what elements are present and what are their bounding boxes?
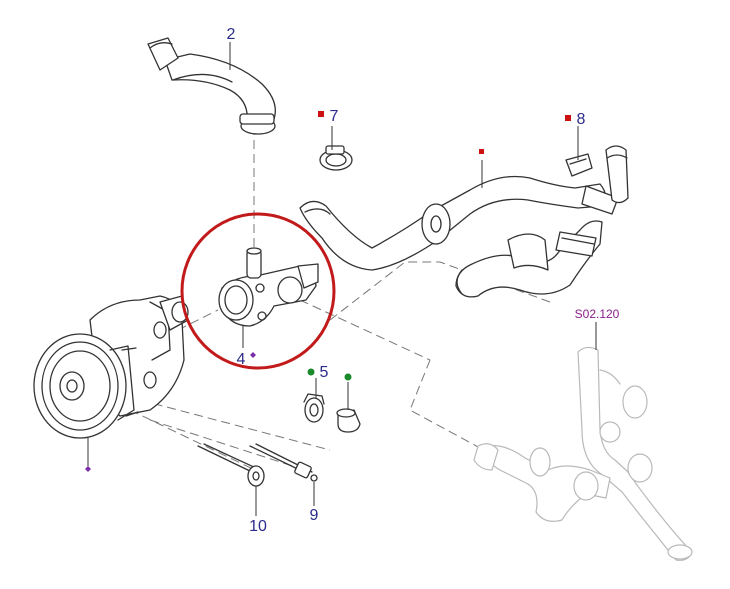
marker-green-dot-5 [307, 368, 315, 376]
bolt-part-10[interactable] [197, 443, 265, 487]
highlight-circle [180, 212, 336, 370]
thermostat-housing-part-4[interactable] [218, 247, 319, 327]
callout-5[interactable]: 5 [320, 364, 329, 381]
heater-hose-assembly[interactable] [299, 145, 629, 298]
water-pump-assembly[interactable] [33, 295, 189, 439]
callout-8[interactable]: 8 [577, 111, 586, 128]
callout-7[interactable]: 7 [330, 108, 339, 125]
plug-fitting[interactable] [336, 408, 361, 433]
marker-red-square-7 [318, 111, 324, 117]
marker-red-square-hose [479, 149, 484, 154]
clip-part-5[interactable] [303, 393, 325, 423]
leader-lines [87, 42, 597, 516]
callout-labels: 2 7 8 4 5 10 9 S02.120 [227, 26, 620, 535]
callout-2[interactable]: 2 [227, 26, 236, 43]
callout-10[interactable]: 10 [249, 518, 267, 535]
stud-part-9[interactable] [249, 443, 318, 482]
hose-clamp-part-8[interactable] [565, 153, 593, 177]
hose-clamp-part-7[interactable] [319, 145, 353, 171]
faded-hose-assembly-s02-120[interactable] [473, 346, 693, 561]
callout-4[interactable]: 4 [237, 351, 246, 368]
marker-red-square-8 [565, 115, 571, 121]
marker-purple-diamond-pump [85, 466, 91, 472]
marker-green-dot-plug [344, 373, 352, 381]
upper-hose-part-2[interactable] [147, 37, 276, 135]
callout-ref-s02-120[interactable]: S02.120 [575, 307, 620, 321]
callout-9[interactable]: 9 [310, 507, 319, 524]
marker-purple-diamond-4 [250, 352, 256, 358]
markers [85, 111, 571, 472]
